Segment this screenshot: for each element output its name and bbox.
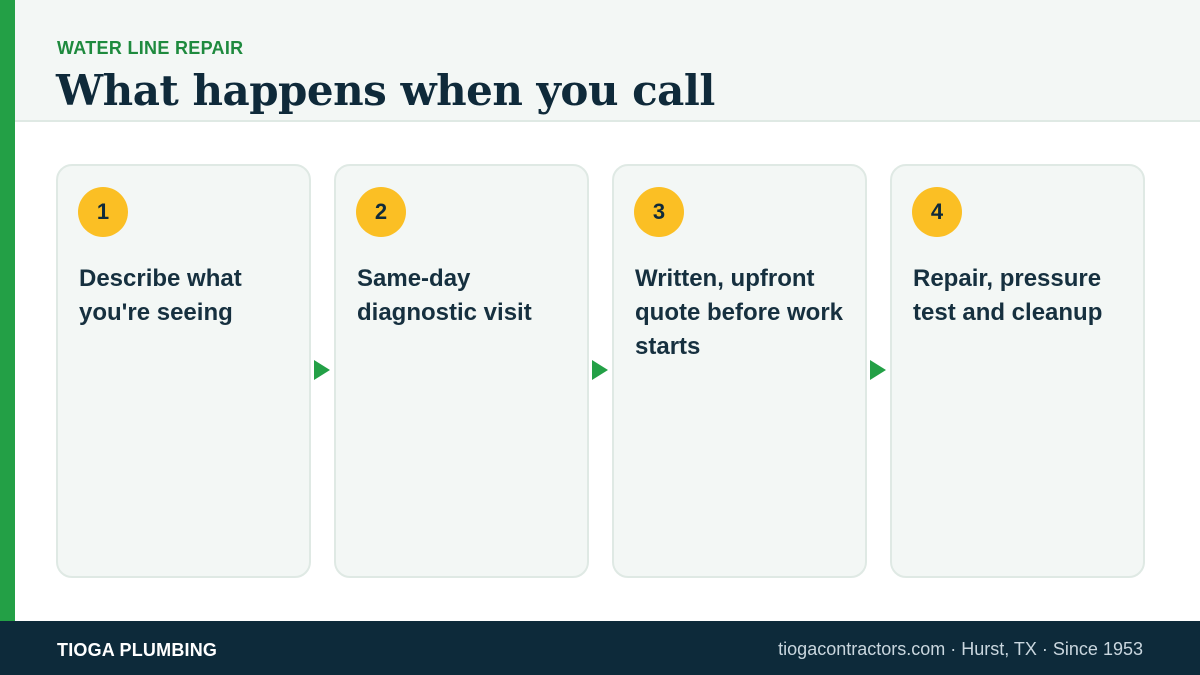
arrow-right-icon <box>314 360 330 380</box>
step-number-badge: 3 <box>634 187 684 237</box>
step-card-3: 3 Written, upfront quote before work sta… <box>612 164 867 578</box>
step-description: Describe what you're seeing <box>79 265 242 326</box>
arrow-right-icon <box>870 360 886 380</box>
contact-info: tiogacontractors.com · Hurst, TX · Since… <box>778 639 1143 659</box>
step-number-badge: 1 <box>78 187 128 237</box>
eyebrow-label: WATER LINE REPAIR <box>57 38 244 58</box>
step-description: Written, upfront quote before work start… <box>635 265 844 360</box>
step-card-4: 4 Repair, pressure test and cleanup <box>890 164 1145 578</box>
step-description: Repair, pressure test and cleanup <box>913 265 1103 326</box>
accent-bar <box>0 0 15 621</box>
brand-name: TIOGA PLUMBING <box>57 640 218 660</box>
step-number-badge: 4 <box>912 187 962 237</box>
arrow-right-icon <box>592 360 608 380</box>
step-description: Same-day diagnostic visit <box>357 265 532 326</box>
page-header: WATER LINE REPAIR What happens when you … <box>15 0 1200 122</box>
step-card-2: 2 Same-day diagnostic visit <box>334 164 589 578</box>
page-footer: TIOGA PLUMBING tiogacontractors.com · Hu… <box>0 621 1200 675</box>
step-number-badge: 2 <box>356 187 406 237</box>
page-title: What happens when you call <box>56 66 715 115</box>
step-card-1: 1 Describe what you're seeing <box>56 164 311 578</box>
